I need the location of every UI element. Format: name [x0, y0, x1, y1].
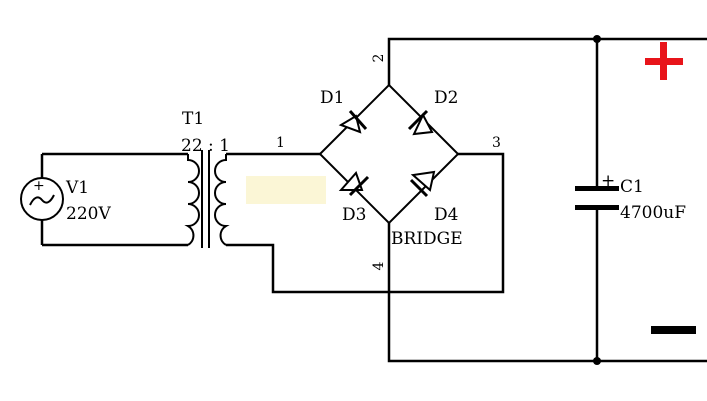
source-ref-label: V1	[65, 178, 89, 198]
capacitor-value-label: 4700uF	[620, 203, 686, 223]
transformer-ratio-label: 22 : 1	[181, 136, 230, 156]
svg-text:+: +	[33, 178, 45, 194]
junction-dot-bottom	[593, 357, 601, 365]
node-label-1: 1	[276, 135, 285, 151]
transformer-t1	[184, 150, 230, 248]
diode-d3-symbol	[338, 171, 370, 197]
transformer-ref-label: T1	[182, 109, 204, 129]
bridge-rectifier	[318, 83, 460, 225]
capacitor-c1	[575, 186, 619, 210]
capacitor-polarity-mark: +	[601, 171, 615, 191]
diode-d4-label: D4	[434, 205, 458, 225]
capacitor-ref-label: C1	[620, 177, 644, 197]
highlight-patch	[246, 176, 326, 204]
positive-terminal-icon	[645, 42, 683, 80]
diode-d1-label: D1	[320, 88, 344, 108]
diode-d2-label: D2	[434, 88, 458, 108]
node-label-3: 3	[492, 135, 501, 151]
source-value-label: 220V	[66, 204, 111, 224]
diode-d4-symbol	[409, 170, 436, 198]
ac-source-v1: +	[20, 154, 64, 245]
negative-terminal-icon	[651, 326, 696, 334]
diode-d3-label: D3	[342, 205, 366, 225]
node-label-4: 4	[371, 261, 387, 270]
bridge-label: BRIDGE	[391, 229, 463, 249]
node-label-2: 2	[371, 54, 387, 63]
diode-d1-symbol	[338, 110, 368, 134]
diode-d2-symbol	[407, 109, 434, 136]
junction-dot-top	[593, 35, 601, 43]
